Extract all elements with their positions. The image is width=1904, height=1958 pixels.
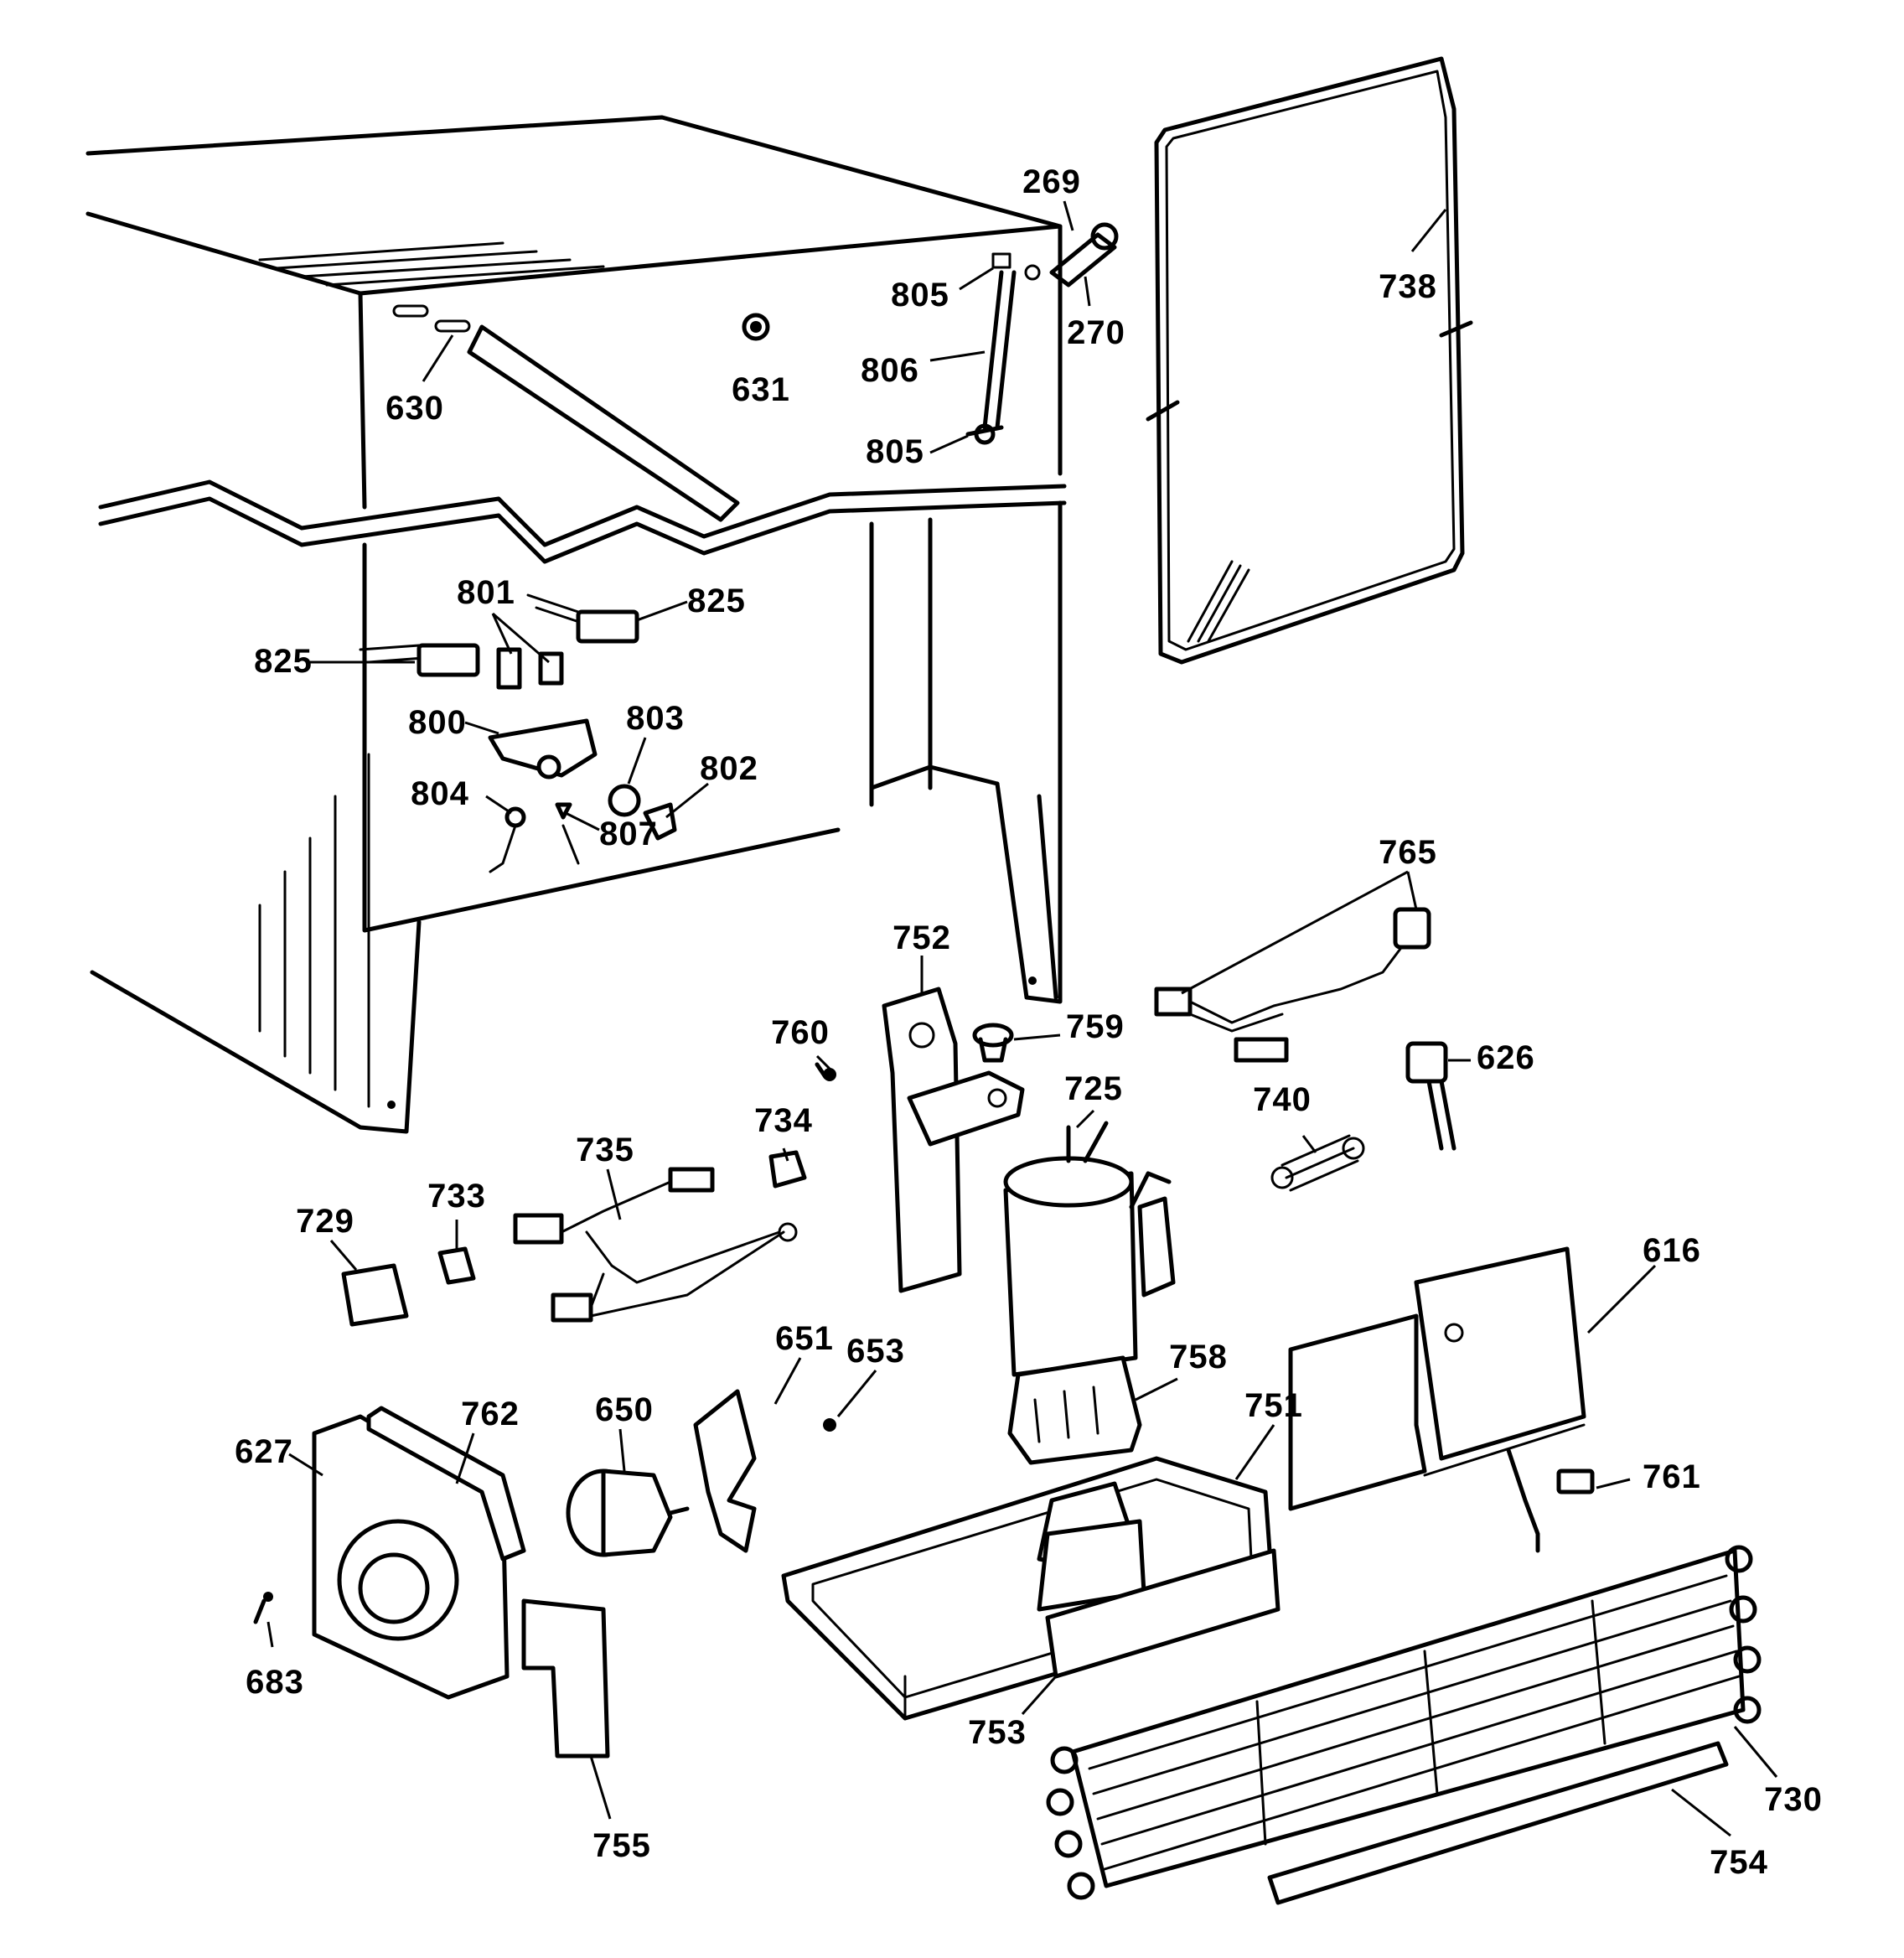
label-804: 804 xyxy=(411,775,469,812)
base-pan-drawing xyxy=(781,1456,1281,1721)
compressor-drawing xyxy=(1003,1121,1176,1465)
condenser-coil-drawing xyxy=(1046,1448,1762,1905)
fan-shroud-drawing xyxy=(312,1406,526,1700)
label-751: 751 xyxy=(1244,1387,1303,1424)
label-738: 738 xyxy=(1379,268,1437,305)
part-labels: 269 270 805 806 805 631 630 738 801 825 … xyxy=(235,163,1823,1881)
label-740: 740 xyxy=(1253,1081,1312,1118)
part-761-drawing xyxy=(1556,1468,1595,1494)
part-740-drawing xyxy=(1270,1134,1365,1192)
label-650: 650 xyxy=(595,1391,654,1428)
label-730: 730 xyxy=(1764,1781,1823,1818)
label-802: 802 xyxy=(700,750,758,787)
label-754: 754 xyxy=(1710,1844,1768,1881)
label-270: 270 xyxy=(1067,314,1125,351)
small-hardware xyxy=(815,1023,1014,1081)
label-616: 616 xyxy=(1643,1232,1701,1269)
duct-755-drawing xyxy=(521,1598,610,1759)
label-631: 631 xyxy=(732,371,790,408)
label-825-left: 825 xyxy=(254,643,313,680)
electrical-parts-drawing xyxy=(341,1150,807,1327)
label-626: 626 xyxy=(1477,1039,1535,1076)
bracket-752-drawing xyxy=(882,987,1025,1293)
screw-683-drawing xyxy=(253,1592,273,1624)
label-762: 762 xyxy=(461,1396,520,1432)
label-733: 733 xyxy=(427,1178,486,1215)
control-box-616-drawing xyxy=(1288,1246,1586,1511)
leader-lines xyxy=(266,200,1778,1837)
label-651: 651 xyxy=(775,1320,834,1357)
label-825-right: 825 xyxy=(687,583,746,619)
label-729: 729 xyxy=(296,1203,354,1240)
label-765: 765 xyxy=(1379,834,1437,871)
control-parts xyxy=(359,593,677,873)
cabinet-drawing xyxy=(85,115,1067,1134)
label-752: 752 xyxy=(892,919,951,956)
label-803: 803 xyxy=(626,700,685,737)
label-735: 735 xyxy=(576,1132,634,1168)
label-627: 627 xyxy=(235,1433,293,1470)
label-755: 755 xyxy=(592,1827,651,1864)
label-653: 653 xyxy=(846,1333,905,1370)
label-630: 630 xyxy=(385,390,444,427)
label-801: 801 xyxy=(457,574,515,611)
label-759: 759 xyxy=(1066,1008,1125,1045)
label-725: 725 xyxy=(1064,1070,1123,1107)
fan-motor-drawing xyxy=(566,1389,836,1557)
label-805-top: 805 xyxy=(891,277,949,313)
part-626-drawing xyxy=(1405,1041,1456,1151)
label-269: 269 xyxy=(1022,163,1081,200)
label-683: 683 xyxy=(246,1664,304,1701)
label-760: 760 xyxy=(771,1014,830,1051)
label-758: 758 xyxy=(1169,1339,1228,1375)
heater-loop-drawing xyxy=(1146,56,1473,665)
drain-tube-parts xyxy=(965,222,1119,445)
label-753: 753 xyxy=(968,1714,1027,1751)
label-800: 800 xyxy=(408,704,467,741)
label-806: 806 xyxy=(861,352,919,389)
harness-765-drawing xyxy=(1154,907,1431,1063)
label-807: 807 xyxy=(599,816,658,852)
label-734: 734 xyxy=(754,1102,813,1139)
label-761: 761 xyxy=(1643,1458,1701,1495)
label-805-bottom: 805 xyxy=(866,433,924,470)
